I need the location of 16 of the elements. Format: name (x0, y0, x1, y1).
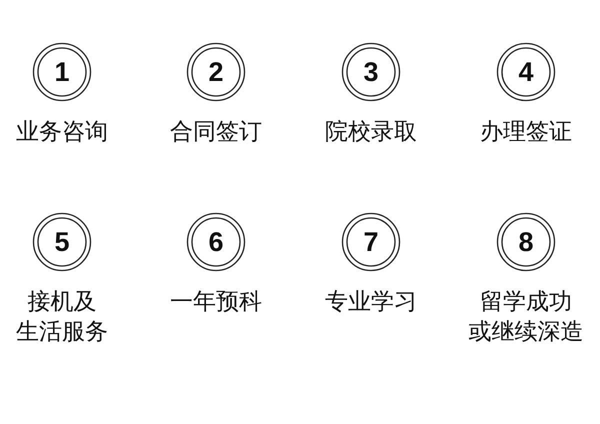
number-circle: 7 (341, 212, 401, 272)
step-label: 业务咨询 (15, 118, 109, 147)
number-circle: 2 (186, 42, 246, 102)
step-label: 一年预科 (169, 288, 263, 317)
number-circle: 6 (186, 212, 246, 272)
step-label: 接机及生活服务 (15, 288, 109, 347)
number-circle: 4 (496, 42, 556, 102)
step-label: 办理签证 (479, 118, 573, 147)
number-circle: 8 (496, 212, 556, 272)
step-label: 留学成功或继续深造 (468, 288, 584, 347)
step-label: 专业学习 (324, 288, 418, 317)
number-circle: 3 (341, 42, 401, 102)
number-circle: 5 (32, 212, 92, 272)
number-circle: 1 (32, 42, 92, 102)
step-label: 合同签订 (169, 118, 263, 147)
step-label: 院校录取 (324, 118, 418, 147)
